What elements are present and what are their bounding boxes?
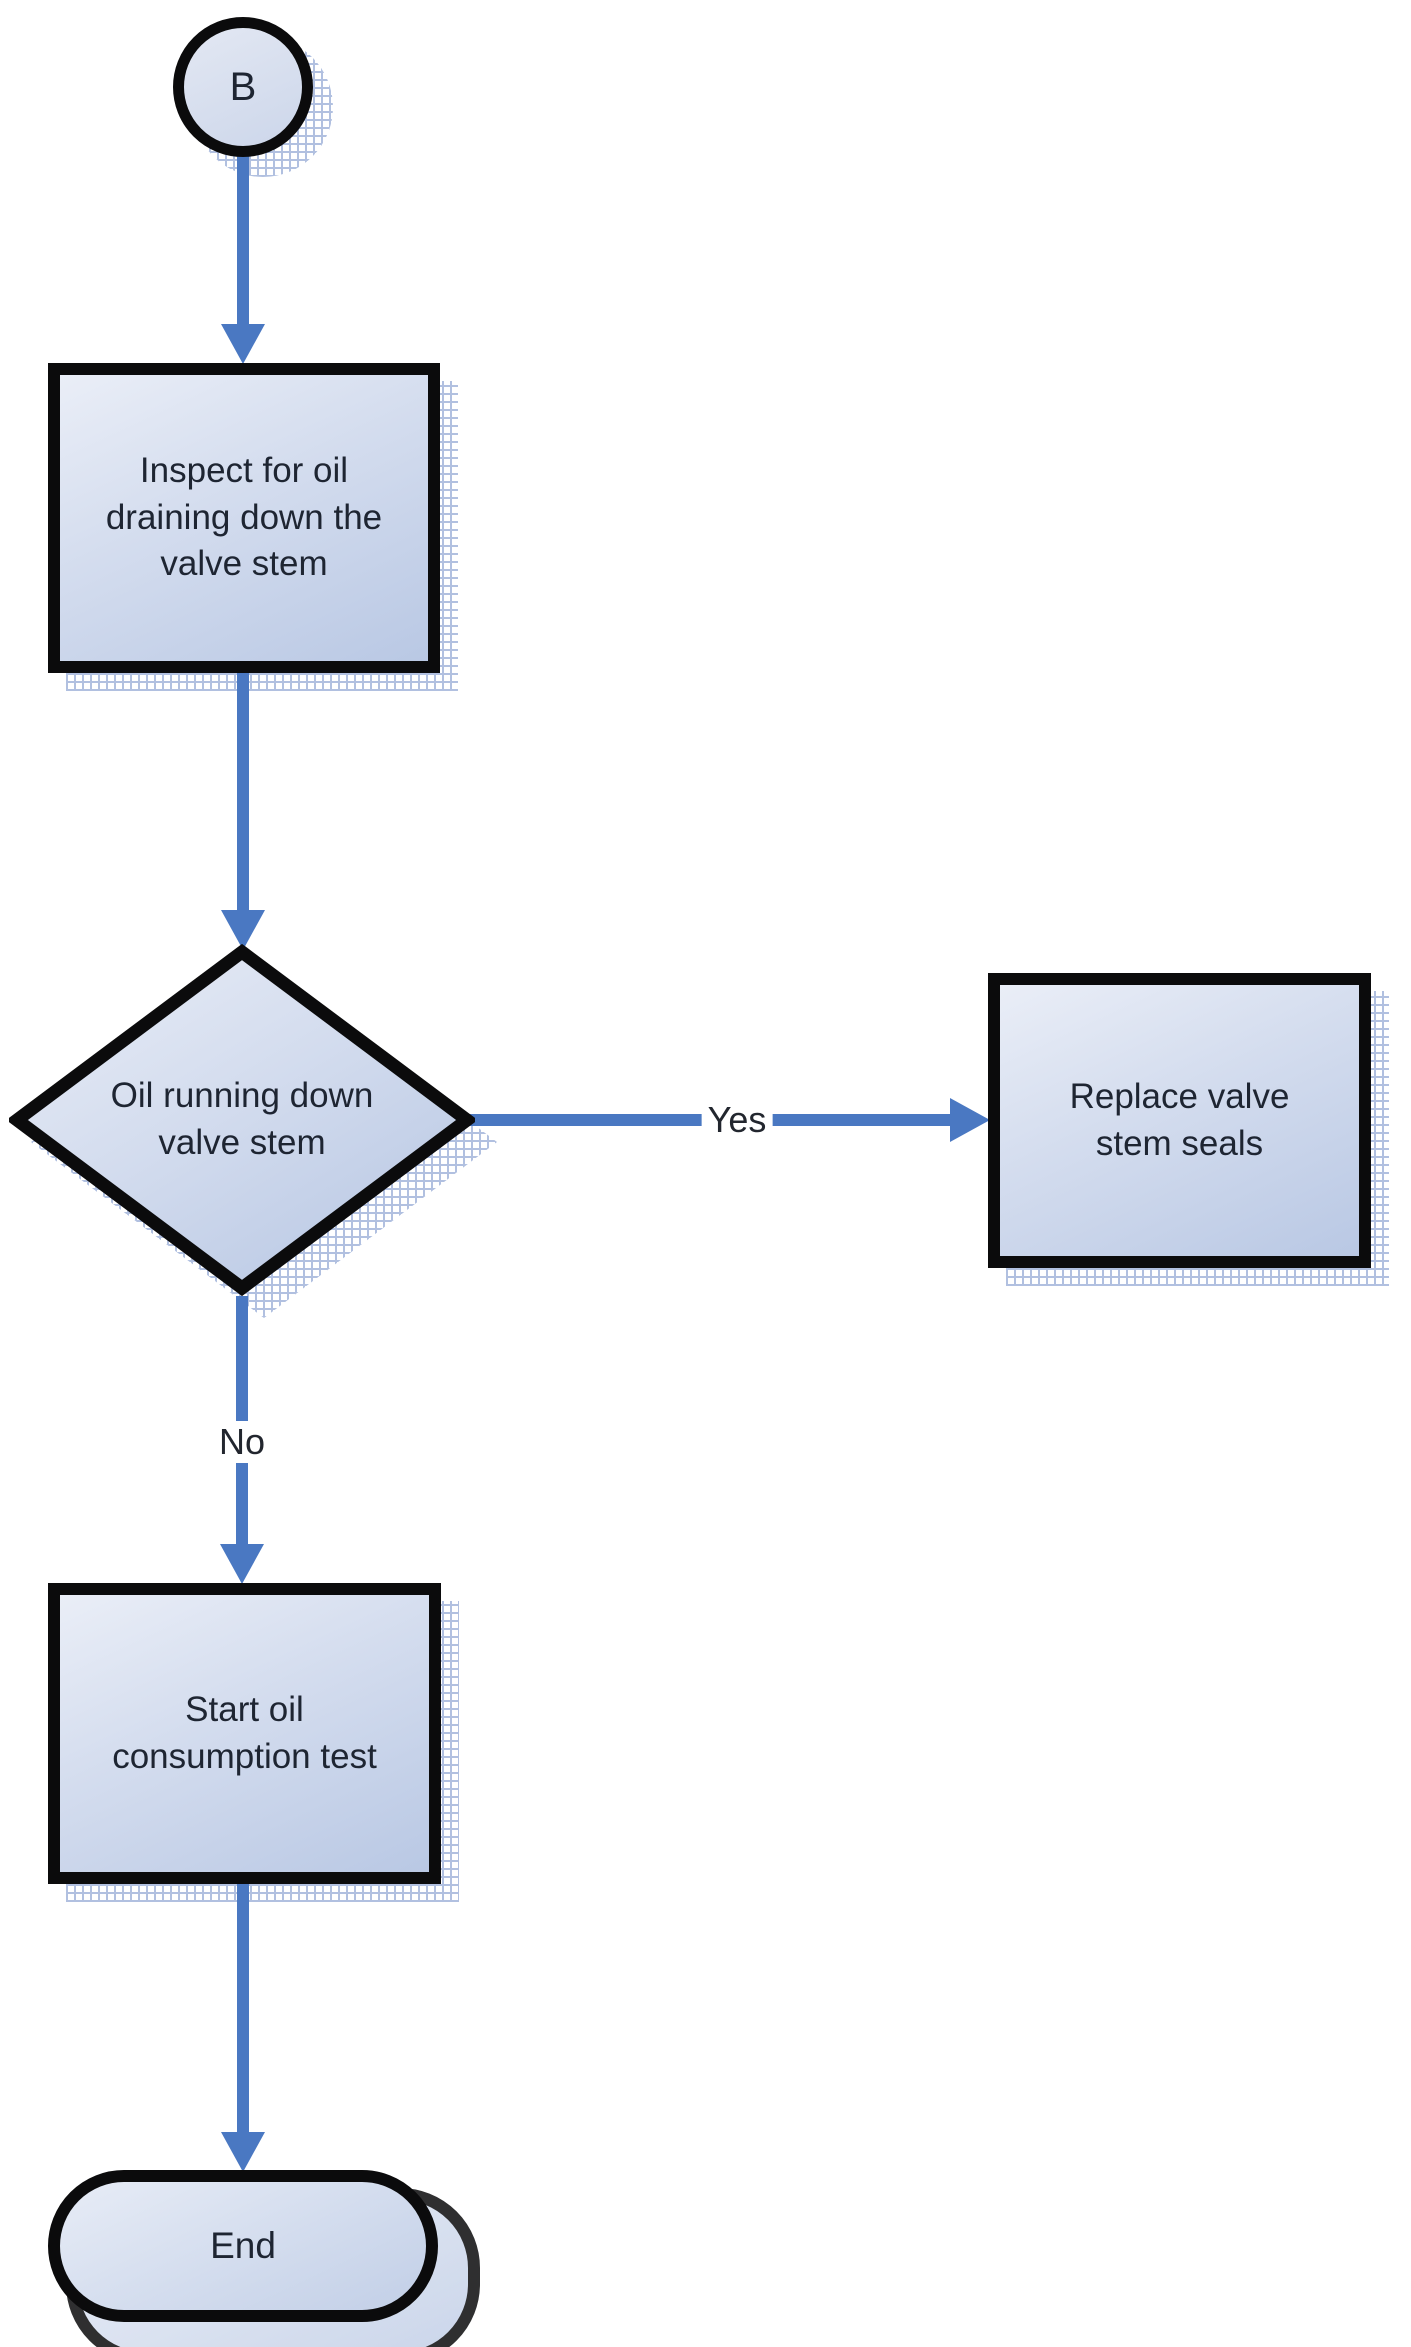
process-node-inspect-label: Inspect for oil draining down the valve … bbox=[105, 450, 383, 584]
decision-diamond-shape bbox=[9, 944, 475, 1296]
edge-label-no: No bbox=[212, 1421, 272, 1463]
process-node-inspect: Inspect for oil draining down the valve … bbox=[48, 363, 440, 673]
process-node-replace-label: Replace valve stem seals bbox=[1069, 1076, 1290, 1163]
decision-node-label: Oil running down valve stem bbox=[110, 1076, 374, 1162]
edge-inspect-to-decision-arrowhead-icon bbox=[221, 910, 265, 950]
connector-node-b: B bbox=[173, 17, 313, 157]
decision-node-oil-running: Oil running down valve stem bbox=[9, 944, 475, 1296]
connector-node-b-label: B bbox=[229, 64, 257, 109]
process-node-replace: Replace valve stem seals bbox=[988, 973, 1371, 1268]
edge-inspect-to-decision-line bbox=[237, 673, 249, 913]
edge-b-to-inspect-line bbox=[237, 155, 249, 330]
process-node-start-test: Start oil consumption test bbox=[48, 1583, 441, 1884]
terminator-node-end-label: End bbox=[210, 2225, 276, 2266]
edge-yes-arrowhead-icon bbox=[950, 1098, 990, 1142]
edge-b-to-inspect-arrowhead-icon bbox=[221, 324, 265, 364]
edge-start-test-to-end-line bbox=[237, 1884, 249, 2136]
edge-no-arrowhead-icon bbox=[220, 1544, 264, 1584]
edge-label-yes: Yes bbox=[701, 1099, 773, 1141]
process-node-start-test-label: Start oil consumption test bbox=[112, 1689, 377, 1776]
edge-start-test-to-end-arrowhead-icon bbox=[221, 2132, 265, 2172]
terminator-node-end: End bbox=[48, 2170, 438, 2322]
